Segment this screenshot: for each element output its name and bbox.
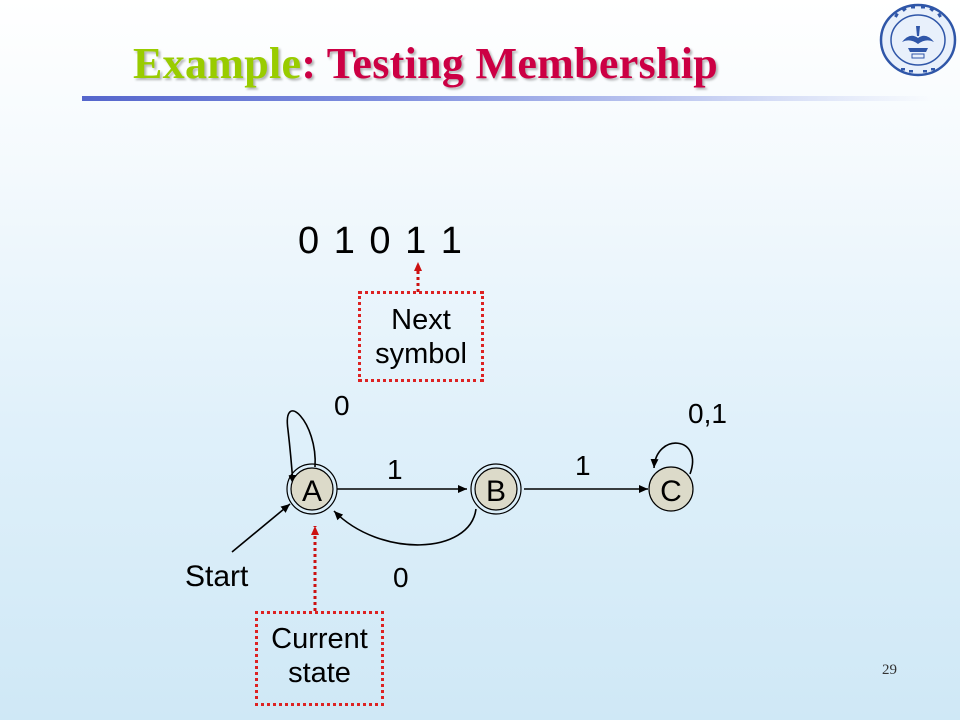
page-number: 29	[882, 662, 897, 678]
edge-b-to-a	[333, 508, 477, 546]
page-title: Example: Testing Membership	[133, 38, 718, 90]
state-b-label: B	[486, 475, 506, 508]
edge-label-c-self: 0,1	[688, 398, 727, 429]
edge-label-a-self: 0	[334, 390, 350, 421]
state-c: C	[648, 466, 694, 512]
university-seal-logo	[879, 3, 957, 77]
current-state-line2: state	[288, 657, 351, 689]
edge-c-self-loop	[650, 442, 694, 475]
input-string: 0 1 0 1 1	[298, 220, 463, 262]
state-b: B	[470, 463, 522, 515]
edge-a-self-loop	[286, 410, 316, 485]
next-symbol-callout: Next symbol	[358, 291, 484, 382]
state-c-label: C	[660, 475, 682, 508]
next-symbol-line2: symbol	[375, 338, 467, 370]
next-symbol-line1: Next	[391, 304, 451, 336]
title-rest: : Testing Membership	[301, 39, 719, 88]
edge-label-b-to-a: 0	[393, 562, 409, 593]
title-underline	[82, 96, 932, 101]
state-a-label: A	[302, 475, 322, 508]
edge-label-b-to-c: 1	[575, 450, 591, 481]
title-prefix: Example	[133, 39, 302, 88]
start-arrow	[231, 503, 291, 553]
current-state-line1: Current	[271, 623, 368, 655]
current-state-callout: Current state	[255, 611, 384, 706]
state-a: A	[286, 463, 338, 515]
start-label: Start	[185, 560, 249, 593]
edge-label-a-to-b: 1	[387, 454, 403, 485]
